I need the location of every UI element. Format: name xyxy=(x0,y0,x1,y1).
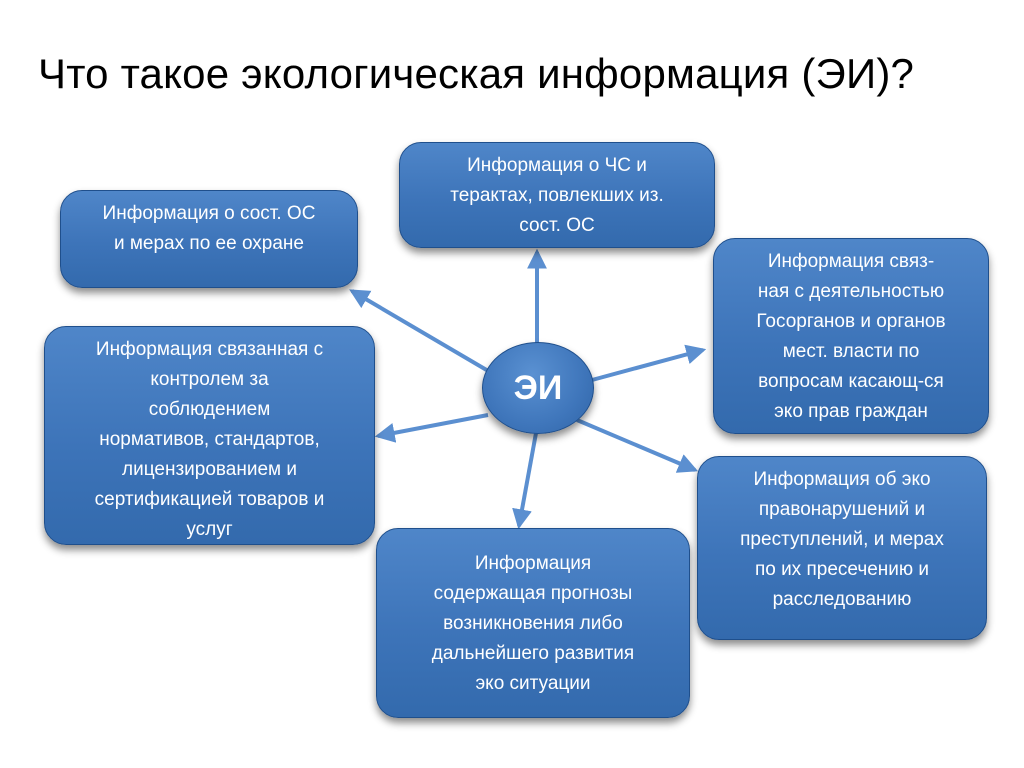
node-eco-offenses-info-text: Информация об эко правонарушений и прест… xyxy=(740,469,944,610)
center-node-ei: ЭИ xyxy=(482,342,594,434)
arrow-to-right-lower xyxy=(576,418,699,473)
slide-title: Что такое экологическая информация (ЭИ)? xyxy=(38,50,915,97)
node-forecast-info: Информация содержащая прогнозы возникнов… xyxy=(376,528,690,718)
node-emergency-info: Информация о ЧС и терактах, повлекших из… xyxy=(399,142,715,248)
node-environment-state-info: Информация о сост. ОС и мерах по ее охра… xyxy=(60,190,358,288)
arrow-to-left xyxy=(374,413,489,443)
node-forecast-info-text: Информация содержащая прогнозы возникнов… xyxy=(431,553,635,694)
node-control-standards-info-text: Информация связанная с контролем за собл… xyxy=(94,339,325,540)
node-emergency-info-text: Информация о ЧС и терактах, повлекших из… xyxy=(450,155,664,236)
node-environment-state-info-text: Информация о сост. ОС и мерах по ее охра… xyxy=(102,203,316,254)
node-government-activity-info: Информация связ- ная с деятельностью Гос… xyxy=(713,238,989,434)
arrow-to-top-left xyxy=(349,289,492,374)
arrow-to-right-upper xyxy=(591,344,707,382)
node-control-standards-info: Информация связанная с контролем за собл… xyxy=(44,326,375,545)
arrow-to-bottom xyxy=(512,432,538,530)
node-eco-offenses-info: Информация об эко правонарушений и прест… xyxy=(697,456,987,640)
node-government-activity-info-text: Информация связ- ная с деятельностью Гос… xyxy=(756,251,946,422)
center-node-label: ЭИ xyxy=(513,368,563,407)
